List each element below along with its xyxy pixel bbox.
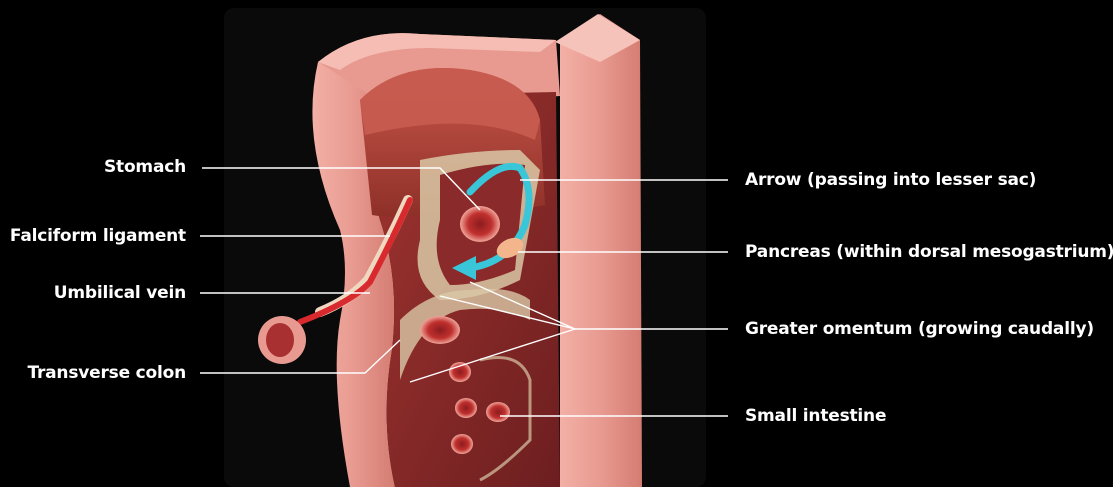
umbilical-vein-label: Umbilical vein [54, 283, 186, 303]
small-intestine-label: Small intestine [745, 406, 886, 426]
transverse-colon-shape [420, 316, 460, 344]
stomach-label: Stomach [104, 157, 186, 177]
arrow-label: Arrow (passing into lesser sac) [745, 170, 1036, 190]
falciform-ligament-label: Falciform ligament [10, 226, 186, 246]
transverse-colon-label: Transverse colon [27, 363, 186, 383]
umbilical-stump-lumen [266, 323, 294, 357]
greater-omentum-label: Greater omentum (growing caudally) [745, 319, 1094, 339]
pancreas-label: Pancreas (within dorsal mesogastrium) [745, 242, 1113, 262]
stomach-ring [460, 206, 500, 242]
